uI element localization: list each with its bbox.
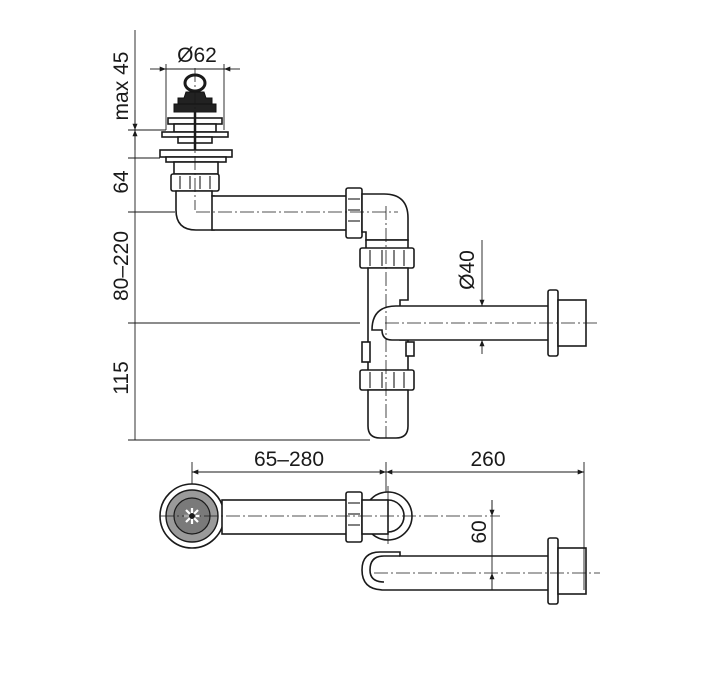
label-d40: Ø40	[456, 250, 479, 290]
arm-nut	[345, 187, 363, 239]
d62-dimension	[150, 64, 240, 130]
horizontal-dimensions	[191, 462, 585, 590]
top-view: 65–280 260 60	[159, 448, 600, 605]
wall-flange-top-view	[547, 537, 587, 605]
label-115: 115	[110, 361, 133, 394]
label-d62: Ø62	[177, 44, 217, 67]
middle-nut	[359, 247, 415, 269]
u-bend-inner	[369, 555, 400, 583]
arm-top-view	[221, 499, 351, 535]
label-60: 60	[468, 520, 491, 543]
label-260: 260	[470, 448, 505, 471]
strainer-top-view	[159, 483, 225, 549]
side-view: max 45 Ø62 64 80–220 115 Ø40	[110, 30, 600, 441]
drain-flange	[159, 112, 233, 175]
vertical-dimension-chain	[128, 30, 370, 441]
arm-nut-top-view	[345, 491, 363, 543]
label-65-280: 65–280	[254, 448, 324, 471]
bottom-cup	[367, 389, 409, 439]
label-max45: max 45	[110, 52, 133, 121]
label-80-220: 80–220	[110, 231, 133, 301]
u-bend-top-view	[361, 551, 553, 591]
horizontal-arm	[211, 195, 353, 231]
lower-nut	[359, 369, 415, 391]
upper-bend	[361, 193, 409, 241]
label-64: 64	[110, 170, 133, 194]
